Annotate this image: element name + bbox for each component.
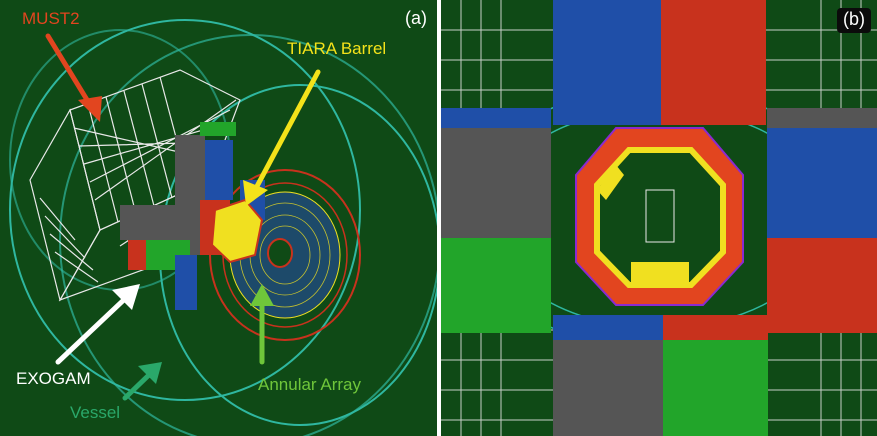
exogam-label: EXOGAM	[16, 369, 91, 388]
panel-a-tag: (a)	[405, 8, 427, 28]
panel-b-tag: (b)	[837, 8, 871, 33]
panel-a: MUST2 TIARA Barrel EXOGAM Annular Array …	[0, 0, 437, 436]
callout-arrows	[45, 33, 321, 401]
tiara-barrel	[210, 198, 264, 264]
annular-array-label: Annular Array	[258, 375, 361, 394]
detector-setup-perspective	[9, 19, 437, 436]
detector-setup-beam-view	[441, 0, 877, 436]
must2-label: MUST2	[22, 9, 80, 28]
panel-b: (b)	[441, 0, 877, 436]
vessel-label: Vessel	[70, 403, 121, 422]
exogam-clovers	[441, 0, 877, 436]
tiara-barrel-label: TIARA Barrel	[287, 39, 387, 58]
tiara-barrel-octagon	[575, 127, 744, 306]
